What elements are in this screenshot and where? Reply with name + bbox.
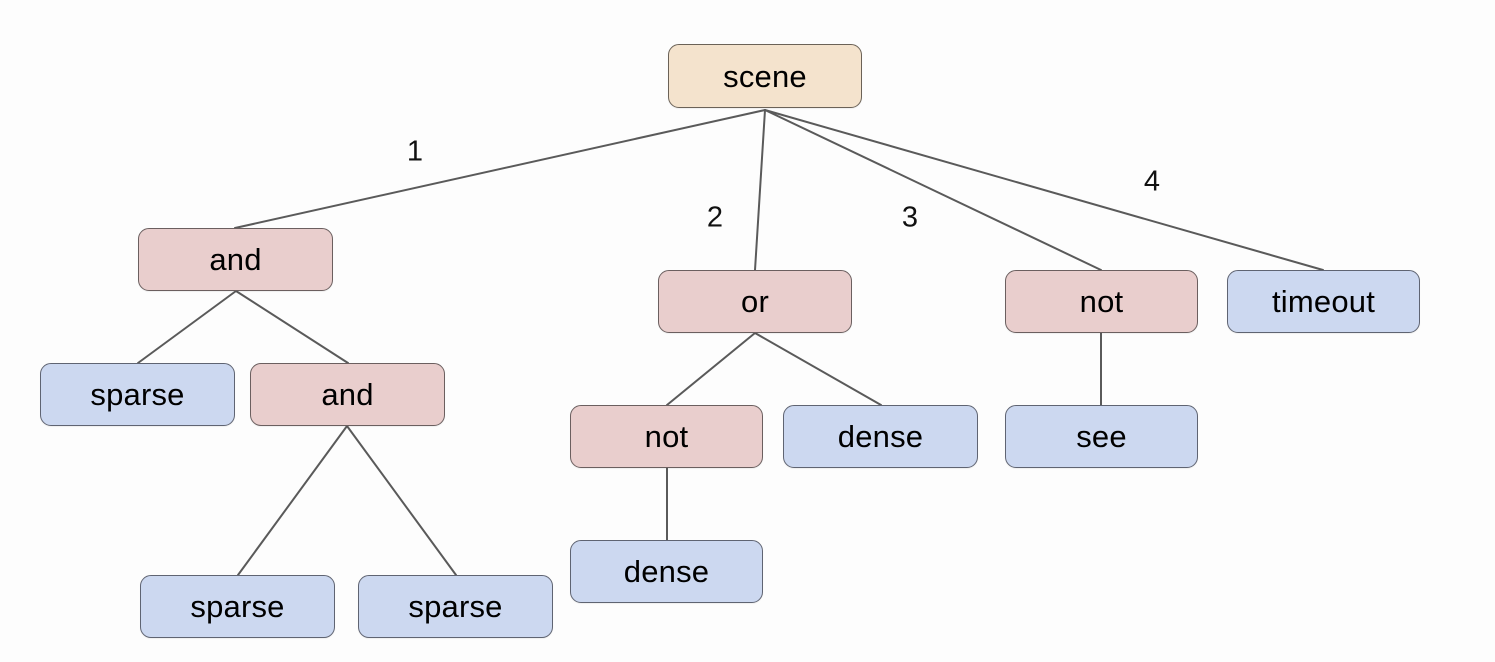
tree-node-and2[interactable]: and [250, 363, 445, 426]
tree-node-label: not [1079, 284, 1124, 319]
edge-label-2: 2 [706, 201, 724, 234]
edge-label-3: 3 [901, 201, 919, 234]
edge-label-1: 1 [406, 135, 424, 168]
tree-node-see[interactable]: see [1005, 405, 1198, 468]
tree-edge-and2-to-sparse3 [346, 425, 457, 576]
tree-edge-scene-to-or1 [754, 109, 766, 271]
tree-node-and1[interactable]: and [138, 228, 333, 291]
tree-node-scene[interactable]: scene [668, 44, 862, 108]
tree-node-sparse1[interactable]: sparse [40, 363, 235, 426]
tree-node-label: dense [623, 554, 710, 589]
tree-node-timeout[interactable]: timeout [1227, 270, 1420, 333]
tree-node-label: sparse [90, 377, 185, 412]
edge-label-4: 4 [1143, 165, 1161, 198]
tree-node-or1[interactable]: or [658, 270, 852, 333]
tree-node-label: and [209, 242, 262, 277]
tree-edge-and1-to-sparse1 [137, 290, 237, 364]
tree-node-label: not [644, 419, 689, 454]
tree-node-sparse3[interactable]: sparse [358, 575, 553, 638]
tree-node-label: scene [723, 58, 807, 94]
tree-node-label: timeout [1271, 284, 1376, 319]
tree-node-sparse2[interactable]: sparse [140, 575, 335, 638]
tree-edge-scene-to-and1 [234, 109, 766, 229]
tree-node-label: dense [837, 419, 924, 454]
tree-node-label: sparse [408, 589, 503, 624]
tree-edge-and2-to-sparse2 [237, 425, 348, 576]
tree-edge-scene-to-timeout [764, 109, 1324, 271]
tree-node-label: sparse [190, 589, 285, 624]
tree-node-label: or [741, 284, 769, 319]
tree-edge-and1-to-and2 [235, 290, 349, 364]
tree-node-not1[interactable]: not [1005, 270, 1198, 333]
tree-node-label: and [321, 377, 374, 412]
tree-node-not2[interactable]: not [570, 405, 763, 468]
tree-node-dense2[interactable]: dense [570, 540, 763, 603]
tree-edge-or1-to-not2 [666, 332, 756, 406]
tree-node-label: see [1076, 419, 1127, 454]
tree-edge-or1-to-dense1 [754, 332, 882, 406]
tree-edge-scene-to-not1 [764, 109, 1102, 271]
tree-node-dense1[interactable]: dense [783, 405, 978, 468]
